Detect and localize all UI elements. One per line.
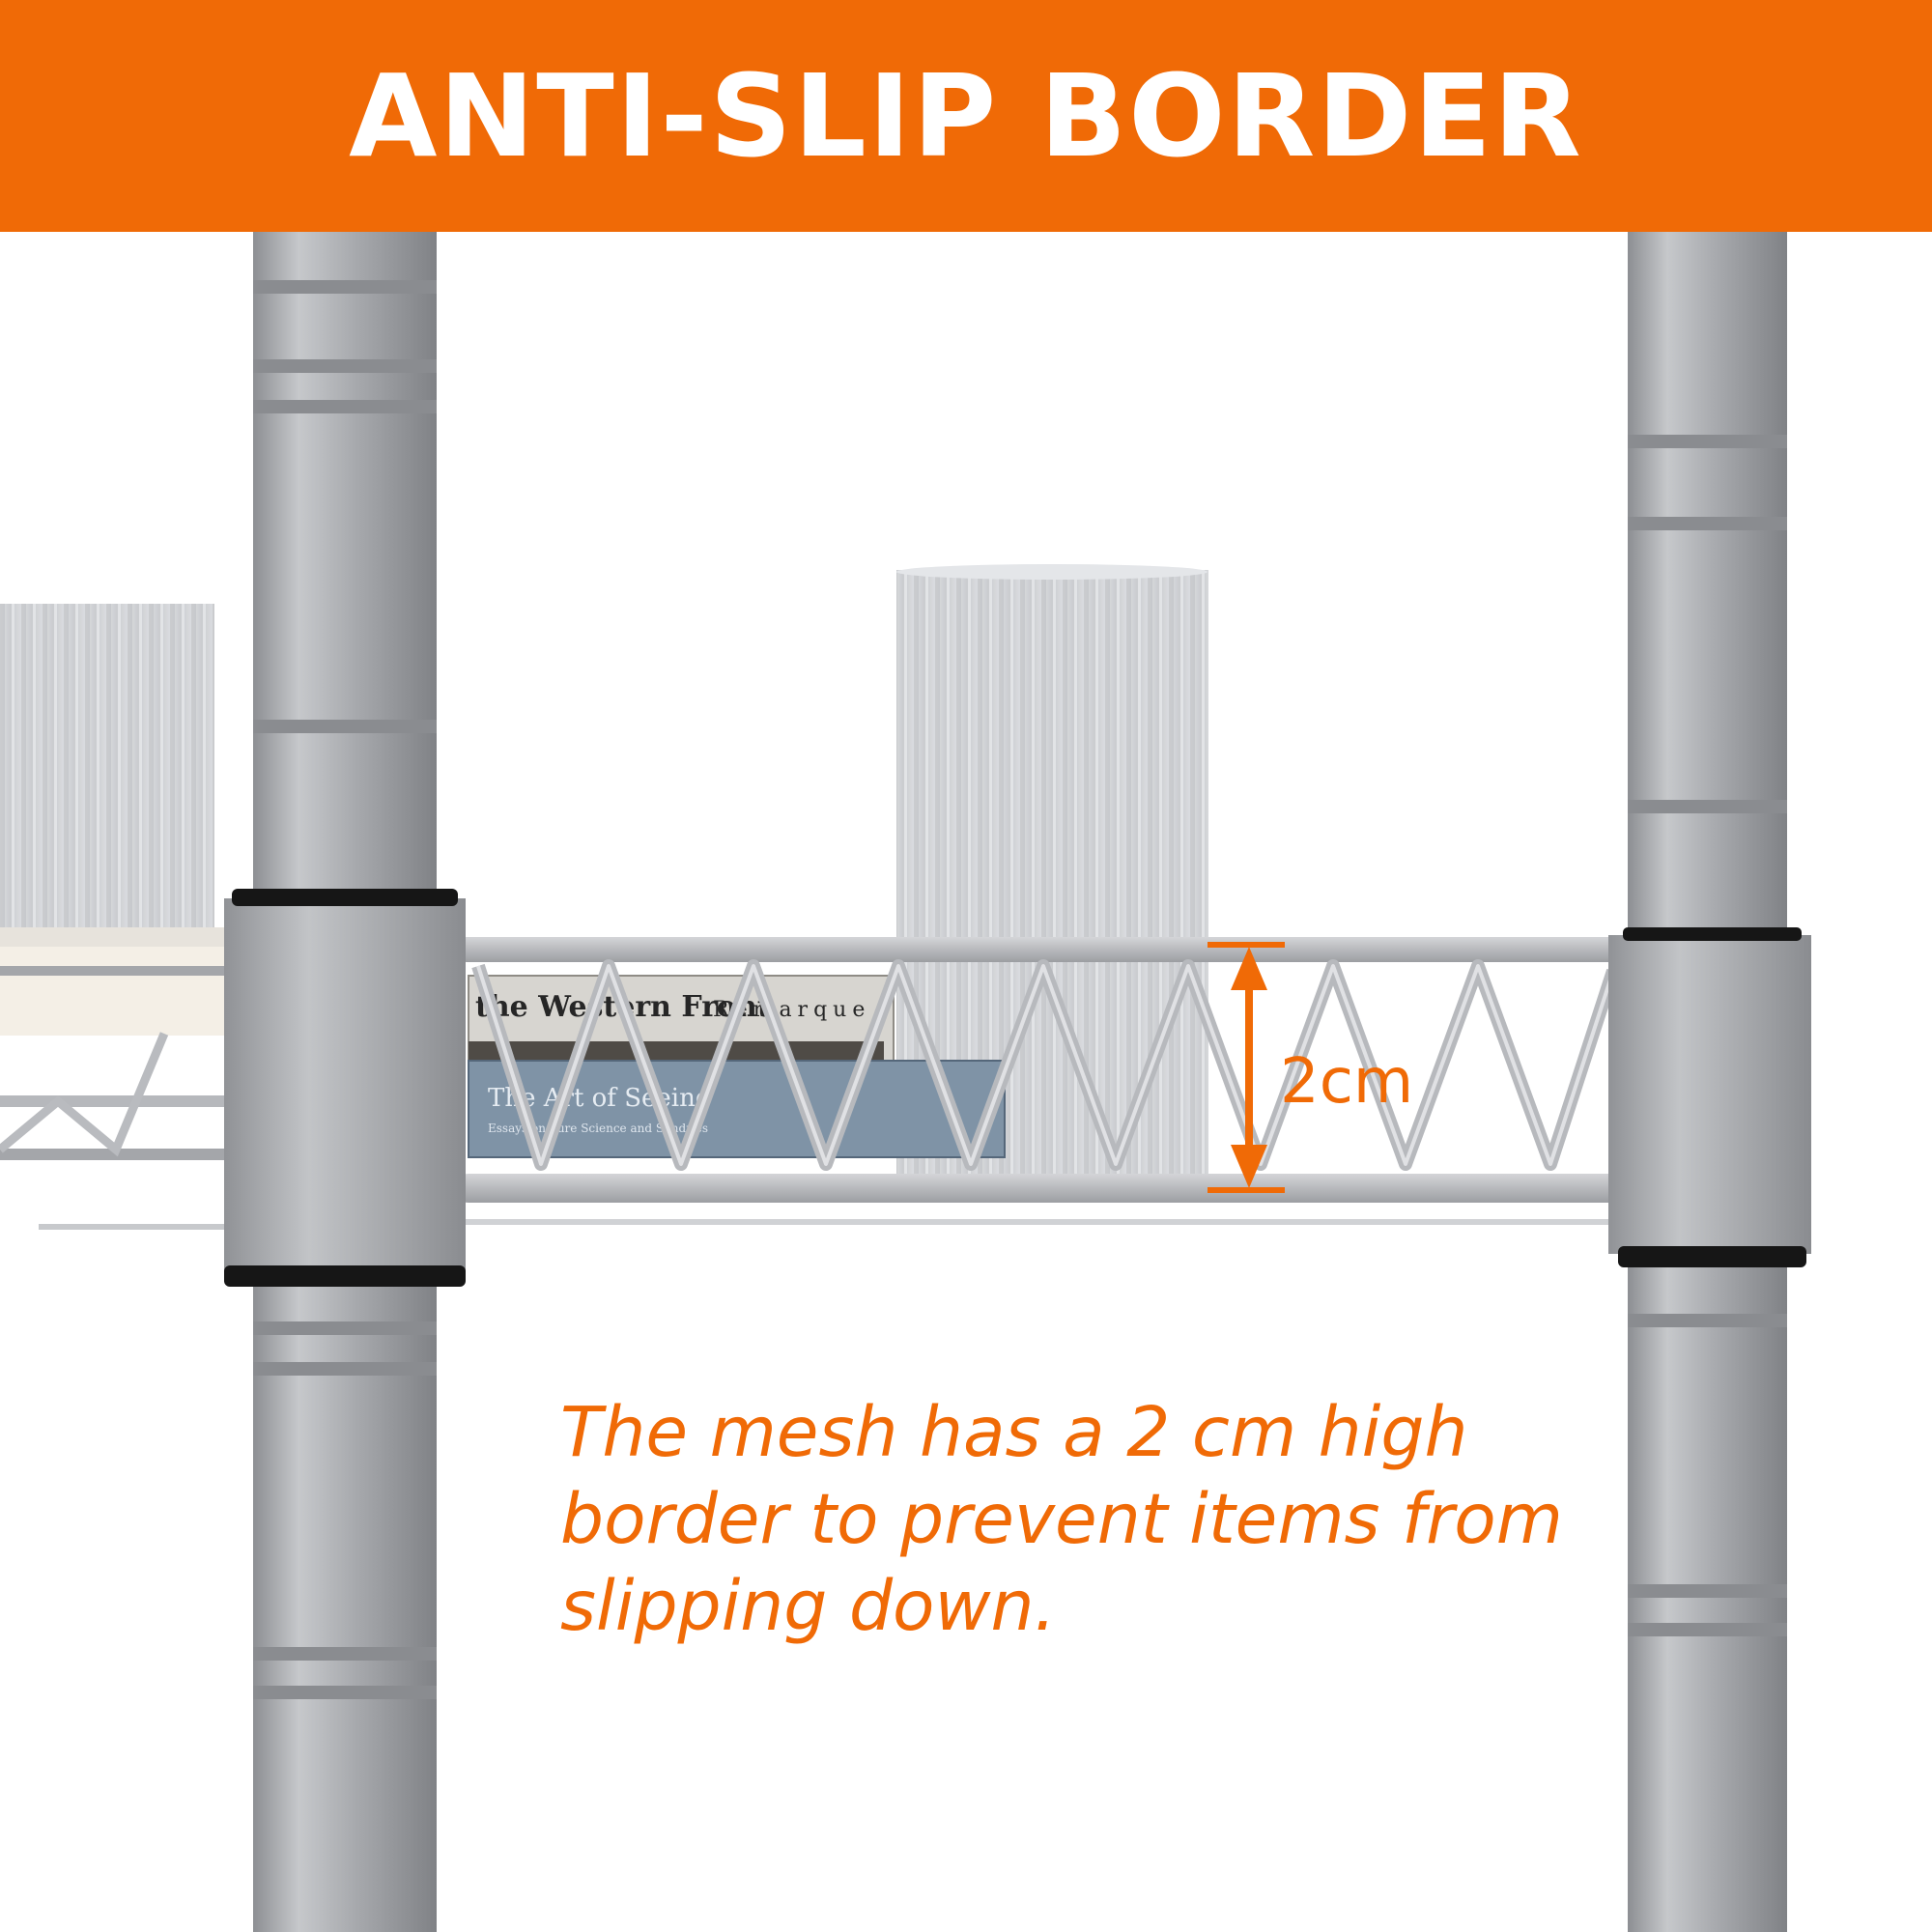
book-subtitle-2: Essays on Pure Science and Sundries bbox=[488, 1122, 708, 1135]
dimension-arrow-icon bbox=[1208, 942, 1285, 1193]
caption-text: The mesh has a 2 cm high border to preve… bbox=[560, 1392, 1563, 1646]
shelf-front-border bbox=[454, 937, 1652, 1225]
banner-title: ANTI-SLIP BORDER bbox=[349, 49, 1583, 183]
right-pole bbox=[1608, 232, 1811, 1932]
title-banner: ANTI-SLIP BORDER bbox=[0, 0, 1932, 232]
left-pole bbox=[224, 232, 466, 1932]
left-shelf-section bbox=[0, 947, 232, 1230]
left-glass-jar bbox=[0, 604, 232, 949]
dimension-label: 2cm bbox=[1280, 1046, 1414, 1118]
